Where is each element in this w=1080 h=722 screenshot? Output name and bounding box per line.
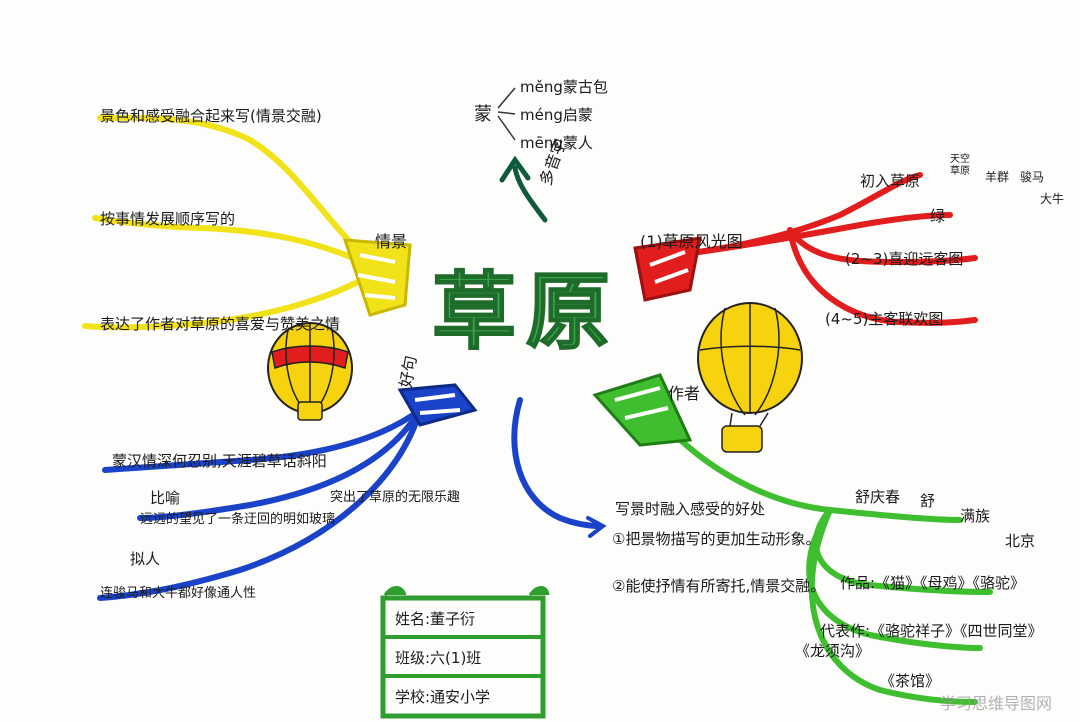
- blue-item-2: 比喻: [150, 489, 181, 507]
- red-item-2: 绿: [930, 207, 946, 225]
- green-item-1: 写景时融入感受的好处: [615, 500, 766, 518]
- green-works-1: 作品:《猫》《母鸡》《骆驼》: [840, 574, 1026, 592]
- watermark-text: 学习思维导图网: [939, 694, 1052, 713]
- info-class: 班级:六(1)班: [395, 649, 482, 667]
- polyphone-reading-2: méng启蒙: [520, 106, 593, 124]
- polyphone-reading-3: mēng蒙人: [520, 134, 593, 152]
- green-branch-label: 作者: [668, 384, 701, 403]
- polyphone-reading-1: měng蒙古包: [520, 78, 608, 96]
- center-title: 草原: [431, 261, 621, 362]
- green-item-3: ②能使抒情有所寄托,情景交融。: [612, 577, 826, 595]
- red-sub-3: 羊群: [985, 170, 1010, 184]
- info-school: 学校:通安小学: [395, 688, 491, 706]
- blue-branch-head: [397, 383, 478, 427]
- red-item-3: (2~3)喜迎远客图: [845, 250, 964, 268]
- yellow-item-2: 按事情发展顺序写的: [100, 210, 236, 228]
- info-name: 姓名:董子衍: [395, 610, 476, 628]
- yellow-item-1: 景色和感受融合起来写(情景交融): [100, 107, 322, 125]
- red-sub-5: 大牛: [1040, 192, 1065, 206]
- green-author-1: 舒庆春: [855, 488, 901, 506]
- blue-item-1: 蒙汉情深何忍别,天涯碧草话斜阳: [112, 452, 327, 470]
- blue-item-5: 拟人: [130, 550, 161, 568]
- blue-item-3: 远远的望见了一条迂回的明如玻璃: [140, 512, 336, 527]
- green-author-3: 满族: [960, 507, 991, 525]
- red-sub-4: 骏马: [1020, 170, 1045, 184]
- red-item-1: 初入草原: [860, 172, 921, 190]
- red-item-4: (4~5)主客联欢图: [825, 310, 944, 328]
- green-branch-lines: [667, 427, 993, 705]
- yellow-branch-label: 情景: [375, 232, 408, 251]
- red-sub-2: 草原: [950, 166, 970, 177]
- red-sub-1: 天空: [950, 154, 970, 165]
- blue-branch-lines: [97, 397, 603, 601]
- green-author-4: 北京: [1005, 532, 1036, 550]
- balloon-right-icon: [697, 302, 803, 453]
- blue-item-6: 连骏马和大牛都好像通人性: [100, 586, 257, 601]
- red-branch-label: (1)草原风光图: [640, 232, 743, 251]
- green-works-4: 《茶馆》: [880, 672, 941, 690]
- balloon-left-icon: [267, 322, 353, 421]
- info-box-frame: [380, 586, 550, 719]
- polyphone-lines: [497, 87, 516, 141]
- green-item-2: ①把景物描写的更加生动形象。: [612, 530, 821, 548]
- blue-item-4: 突出了草原的无限乐趣: [330, 490, 461, 505]
- green-works-2: 代表作:《骆驼祥子》《四世同堂》: [820, 622, 1043, 640]
- polyphone-arrow: [512, 165, 548, 223]
- green-author-2: 舒: [920, 492, 936, 510]
- yellow-item-3: 表达了作者对草原的喜爱与赞美之情: [100, 315, 341, 333]
- polyphone-char: 蒙: [474, 104, 492, 125]
- green-works-3: 《龙须沟》: [795, 642, 871, 660]
- green-branch-head: [592, 373, 693, 447]
- yellow-branch-lines: [82, 114, 383, 331]
